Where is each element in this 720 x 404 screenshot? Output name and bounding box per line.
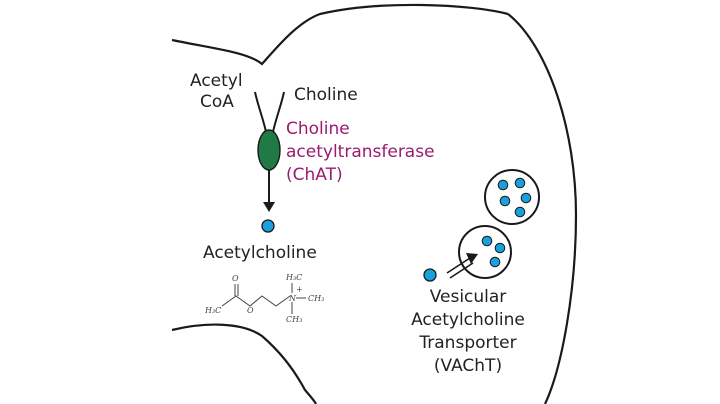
transporter-arrowhead: [466, 253, 478, 264]
chat-label-line-2: acetyltransferase: [286, 142, 435, 162]
structure-oxygen-top: O: [232, 274, 239, 283]
acetylcholine-dot-icon: [261, 219, 275, 233]
structure-nitrogen: N: [288, 294, 297, 303]
terminal-membrane-right: [507, 13, 578, 404]
vesicle-icon: [458, 225, 512, 279]
acetylcholine-label: Acetylcholine: [203, 243, 317, 263]
structure-charge: +: [296, 285, 303, 294]
acetylcholine-dot-icon: [423, 268, 437, 282]
acetyl-coa-arrow: [254, 91, 267, 133]
choline-arrow: [272, 91, 285, 133]
transporter-arrow: [446, 257, 474, 279]
structure-methyl-top: H₃C: [285, 273, 302, 282]
vacht-label-line-1: Vesicular: [430, 287, 507, 307]
product-arrowhead: [263, 202, 275, 212]
structure-methyl-right: CH₃: [308, 294, 324, 303]
chat-label-line-1: Choline: [286, 119, 350, 139]
structure-methyl-bottom: CH₃: [286, 315, 302, 324]
acetyl-coa-label-line-1: Acetyl: [190, 71, 243, 91]
acetylcholine-structure: [221, 283, 306, 314]
enzyme-blob-icon: [257, 129, 281, 171]
acetyl-coa-label-line-2: CoA: [200, 92, 234, 112]
structure-oxygen-ester: O: [247, 306, 254, 315]
vesicle-icon: [484, 169, 540, 225]
terminal-membrane-bottom: [171, 323, 317, 404]
vacht-label-line-2: Acetylcholine: [411, 310, 525, 330]
chat-label-line-3: (ChAT): [286, 165, 343, 185]
terminal-membrane-top: [171, 3, 509, 66]
choline-label: Choline: [294, 85, 358, 105]
structure-methyl-left: H₃C: [204, 306, 221, 315]
vacht-label-line-3: Transporter: [418, 333, 516, 353]
vacht-label-line-4: (VAChT): [434, 356, 502, 376]
